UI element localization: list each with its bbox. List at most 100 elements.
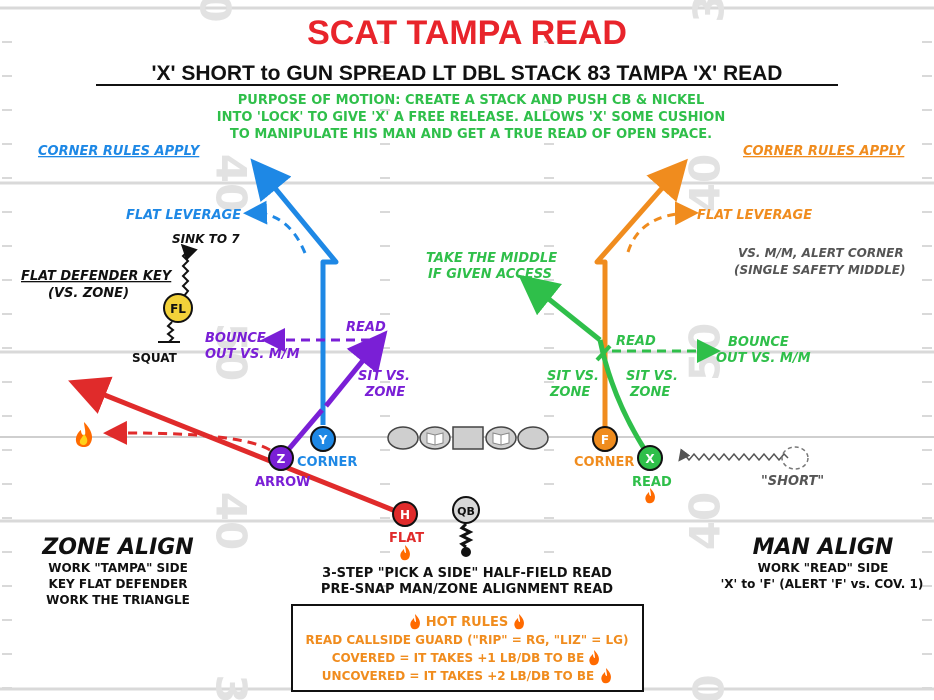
hot-rules-box — [291, 604, 644, 692]
fire-icon — [75, 422, 92, 447]
player-f: F — [592, 426, 618, 452]
zone-align-title: ZONE ALIGN — [41, 535, 193, 560]
sit-left-label: ZONE — [364, 385, 405, 400]
page-title: SCAT TAMPA READ — [307, 14, 627, 52]
flat-leverage-right: FLAT LEVERAGE — [697, 208, 812, 223]
y-player-label: Y — [318, 433, 328, 447]
x-take-middle-route — [518, 274, 602, 342]
qb-dropback-route — [458, 522, 474, 549]
take-middle-label: IF GIVEN ACCESS — [428, 267, 552, 282]
lineman — [517, 426, 549, 450]
x-player-label: X — [645, 452, 655, 466]
h-player-label: H — [400, 508, 410, 522]
bounce-left-label: OUT VS. M/M — [205, 347, 300, 362]
man-align-title: MAN ALIGN — [753, 535, 894, 560]
bounce-left-label: BOUNCE — [205, 331, 266, 346]
bounce-right-label: BOUNCE — [728, 335, 789, 350]
z-sit-route — [324, 330, 388, 408]
yard-number: 0 — [191, 0, 240, 23]
corner-rules-left: CORNER RULES APPLY — [38, 144, 201, 159]
fire-icon — [601, 668, 611, 684]
yard-number: 3 — [207, 674, 256, 700]
qb-read-line: 3-STEP "PICK A SIDE" HALF-FIELD READ — [322, 566, 612, 581]
corner-f-label: CORNER — [574, 455, 634, 470]
yard-number: 40 — [207, 154, 256, 212]
purpose-line: PURPOSE OF MOTION: CREATE A STACK AND PU… — [238, 93, 704, 108]
y-flat-leverage-route — [243, 200, 307, 254]
alert-corner-label: (SINGLE SAFETY MIDDLE) — [734, 263, 906, 277]
y-corner-route — [250, 158, 339, 425]
qb-player-label: QB — [457, 505, 475, 518]
center — [452, 426, 484, 450]
flat-h-label: FLAT — [389, 531, 424, 546]
player-z: Z — [268, 445, 294, 471]
qb-read-line: PRE-SNAP MAN/ZONE ALIGNMENT READ — [321, 582, 613, 597]
x-short-motion — [678, 448, 789, 462]
fl-player-label: FL — [170, 302, 186, 316]
x-sit-zone-route — [595, 344, 612, 362]
bounce-right-label: OUT VS. M/M — [716, 351, 811, 366]
hot-rules-line: UNCOVERED = IT TAKES +2 LB/DB TO BE — [322, 669, 594, 683]
zone-align-line: KEY FLAT DEFENDER — [49, 577, 188, 591]
fire-icon — [410, 614, 420, 630]
fire-icon — [400, 545, 410, 561]
fire-icon — [645, 488, 655, 504]
short-label: "SHORT" — [761, 474, 824, 489]
take-middle-label: TAKE THE MIDDLE — [426, 251, 557, 266]
zone-align-line: WORK THE TRIANGLE — [46, 593, 190, 607]
zone-align-line: WORK "TAMPA" SIDE — [48, 561, 188, 575]
offensive-line — [387, 426, 549, 450]
squat-label: SQUAT — [132, 351, 178, 365]
z-player-label: Z — [277, 452, 286, 466]
yard-number: 50 — [207, 323, 256, 381]
player-y: Y — [310, 426, 336, 452]
qb-drop-spot — [461, 547, 471, 557]
yard-number: 40 — [681, 492, 730, 550]
hot-rules-line: COVERED = IT TAKES +1 LB/DB TO BE — [332, 651, 585, 665]
sit-mid-label: ZONE — [549, 385, 590, 400]
sink-to-7-label: SINK TO 7 — [172, 232, 240, 246]
z-hot-route — [103, 420, 271, 452]
man-align-line: WORK "READ" SIDE — [758, 561, 889, 575]
arrow-z-label: ARROW — [255, 475, 310, 490]
hot-rules-line: READ CALLSIDE GUARD ("RIP" = RG, "LIZ" =… — [305, 633, 628, 647]
fire-icon — [514, 614, 524, 630]
fire-icon — [589, 650, 599, 666]
read-green-label: READ — [616, 334, 656, 349]
lineman — [387, 426, 419, 450]
player-qb: QB — [452, 496, 480, 524]
corner-y-label: CORNER — [297, 455, 357, 470]
f-player-label: F — [601, 433, 609, 447]
player-x: X — [637, 445, 663, 471]
flat-defender — [163, 293, 193, 323]
book-icon — [426, 432, 444, 446]
flat-defender-key-label: FLAT DEFENDER KEY — [21, 269, 173, 284]
yard-number: 0 — [685, 674, 734, 700]
fl-squat-route — [158, 321, 180, 343]
purpose-line: TO MANIPULATE HIS MAN AND GET A TRUE REA… — [230, 127, 712, 142]
man-align-line: 'X' to 'F' (ALERT 'F' vs. COV. 1) — [721, 577, 924, 591]
yard-number: 40 — [681, 154, 730, 212]
read-x-label: READ — [632, 475, 672, 490]
sit-right-label: SIT VS. — [626, 369, 678, 384]
player-h: H — [392, 501, 418, 527]
corner-rules-right: CORNER RULES APPLY — [743, 144, 906, 159]
sit-right-label: ZONE — [629, 385, 670, 400]
book-icon — [492, 432, 510, 446]
h-flat-route — [68, 376, 399, 515]
alert-corner-label: VS. M/M, ALERT CORNER — [738, 246, 904, 260]
yard-number: 40 — [207, 492, 256, 550]
play-subtitle: 'X' SHORT to GUN SPREAD LT DBL STACK 83 … — [152, 62, 783, 85]
z-arrow-route — [286, 408, 324, 452]
sit-mid-label: SIT VS. — [547, 369, 599, 384]
fl-sink-route — [180, 243, 198, 297]
sit-left-label: SIT VS. — [358, 369, 410, 384]
yard-numbers: 0 3 40 40 50 50 40 40 3 0 — [191, 0, 734, 700]
yard-number: 3 — [685, 0, 734, 23]
purpose-line: INTO 'LOCK' TO GIVE 'X' A FREE RELEASE. … — [217, 110, 725, 125]
f-corner-route — [594, 158, 688, 428]
read-purple-label: READ — [346, 320, 386, 335]
x-original-spot — [781, 446, 809, 470]
